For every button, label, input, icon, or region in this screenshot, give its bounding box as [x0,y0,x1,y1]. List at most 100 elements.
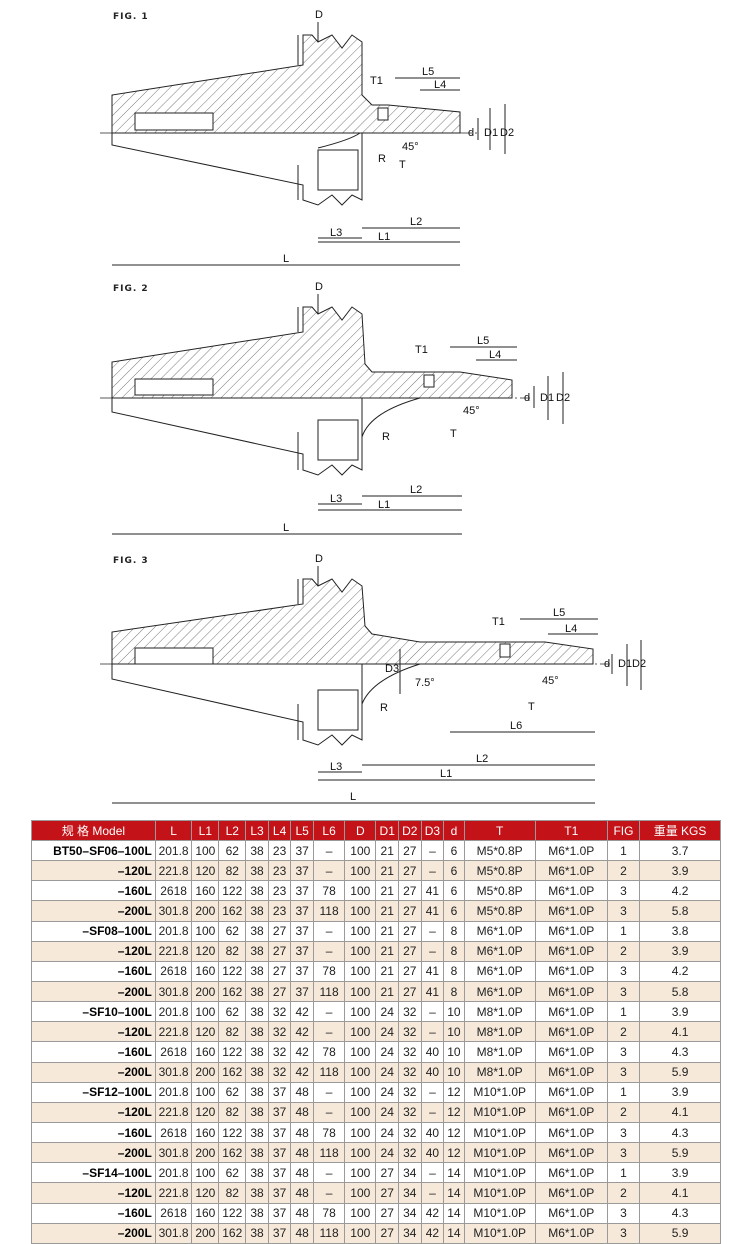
table-cell: 221.8 [154,860,193,882]
table-cell: 10 [443,1041,465,1063]
table-cell: – [420,1021,445,1043]
table-cell: 23 [267,860,292,882]
table-cell: 48 [290,1101,314,1123]
table-cell: – [312,1001,346,1023]
table-cell: 162 [218,1222,247,1244]
table-cell: 21 [375,980,400,1003]
fig3-dim-R: R [380,702,388,714]
table-cell: 38 [245,940,269,962]
table-cell: M6*1.0P [534,1081,608,1103]
table-cell: 3 [606,960,641,982]
table-cell: M8*1.0P [463,1001,536,1023]
table-cell-model: –160L [31,1041,156,1063]
table-cell: M5*0.8P [463,880,536,902]
fig2-dim-L5: L5 [477,335,489,347]
fig1-dim-L2: L2 [410,216,422,228]
fig1-dim-L: L [283,253,289,265]
fig2-dim-D: D [315,281,323,293]
table-cell: 122 [218,880,247,902]
table-cell: M8*1.0P [463,1021,536,1043]
table-cell: 48 [290,1222,314,1244]
table-cell: 3 [606,1061,641,1083]
table-cell: 3.8 [639,920,721,942]
table-cell: M8*1.0P [463,1061,536,1083]
table-cell-model: –160L [31,960,156,982]
table-cell: 100 [344,1121,377,1144]
fig2-dim-T1: T1 [415,344,428,356]
table-cell: 32 [398,1081,422,1103]
table-cell-model: –200L [31,900,156,922]
table-cell: 2618 [154,1202,193,1224]
fig2-dim-angle: 45° [463,405,480,417]
table-cell: 122 [218,960,247,982]
table-cell: 37 [290,980,314,1003]
fig2-dim-D2: D2 [556,392,570,404]
fig1-dim-D1: D1 [484,127,498,139]
table-cell: 27 [267,940,292,962]
table-cell: 38 [245,839,269,862]
table-cell: 21 [375,920,400,942]
table-cell: 6 [443,900,465,922]
figure-3-drawing: D T1 L5 L4 d D1 D2 45° 7.5° D3 R T L6 L2… [100,553,646,804]
fig3-dim-T: T [528,701,535,713]
table-cell: 2 [606,1021,641,1043]
table-cell: 6 [443,839,465,862]
fig3-dim-L2: L2 [476,753,488,765]
table-cell: 38 [245,1142,269,1164]
fig3-dim-D2: D2 [632,658,646,670]
table-cell-model: –200L [31,980,156,1003]
table-cell-model: –120L [31,940,156,962]
table-cell: 34 [398,1162,422,1184]
table-cell: M6*1.0P [534,1001,608,1023]
table-cell: 3.9 [639,1162,721,1184]
table-cell: 62 [218,1162,247,1184]
table-cell: 118 [312,1222,346,1244]
table-cell: 301.8 [154,1061,193,1083]
table-cell: M6*1.0P [534,1021,608,1043]
table-cell: 162 [218,1061,247,1083]
table-cell: 201.8 [154,1001,193,1023]
fig3-dim-L4: L4 [565,623,577,635]
table-cell: 40 [420,1061,445,1083]
fig2-dim-L1: L1 [378,499,390,511]
table-cell: 100 [344,980,377,1003]
fig2-dim-L: L [283,522,289,534]
table-cell: 6 [443,880,465,902]
fig2-dim-d: d [524,392,530,404]
table-cell: 38 [245,980,269,1003]
table-cell: 27 [398,920,422,942]
fig1-dim-D2: D2 [500,127,514,139]
table-cell: 5.9 [639,1142,721,1164]
fig2-dim-L3: L3 [330,493,342,505]
table-cell: M8*1.0P [463,1041,536,1063]
table-cell: 37 [290,960,314,982]
table-cell: 100 [191,920,220,942]
table-header-cell: L6 [312,820,346,841]
table-cell: 122 [218,1041,247,1063]
table-cell-model: –200L [31,1061,156,1083]
table-cell: – [420,1001,445,1023]
table-cell: M6*1.0P [534,1142,608,1164]
table-cell: 42 [420,1202,445,1224]
table-cell: 1 [606,839,641,862]
table-cell: – [420,839,445,862]
table-cell: 78 [312,1041,346,1063]
table-cell: M6*1.0P [534,1162,608,1184]
table-cell: 34 [398,1202,422,1224]
table-cell: 32 [267,1021,292,1043]
table-cell: 48 [290,1182,314,1204]
table-cell: M6*1.0P [534,980,608,1003]
table-cell: 32 [398,1101,422,1123]
table-cell: M10*1.0P [463,1182,536,1204]
fig3-dim-L: L [350,791,356,803]
table-cell: 100 [344,920,377,942]
table-cell: M6*1.0P [534,920,608,942]
table-cell: 38 [245,1202,269,1224]
table-cell: 82 [218,940,247,962]
table-cell: 24 [375,1021,400,1043]
table-cell: 200 [191,900,220,922]
